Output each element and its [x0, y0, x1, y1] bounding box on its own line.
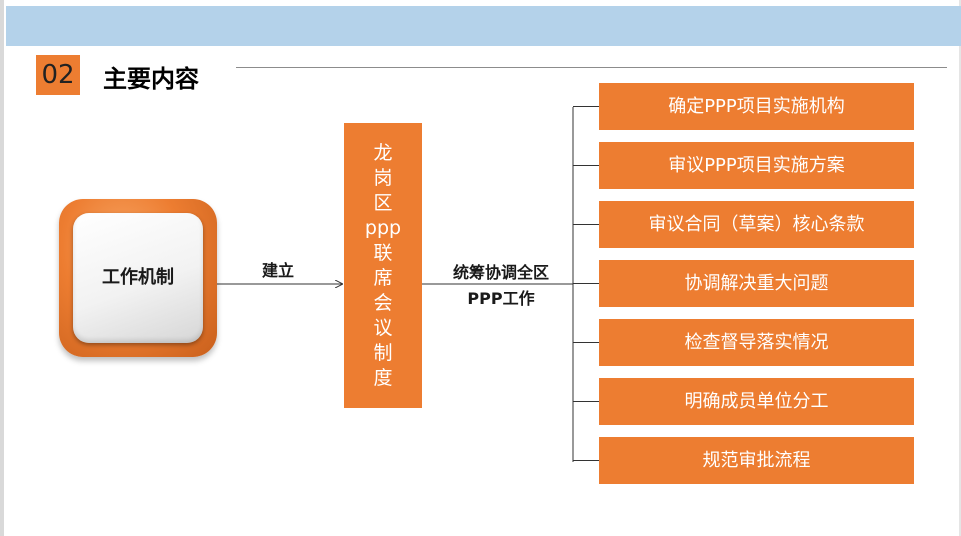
council-char: 联	[373, 242, 393, 264]
slide-left-edge	[0, 0, 4, 536]
council-char: 议	[373, 317, 393, 339]
duty-item-2: 审议PPP项目实施方案	[599, 142, 914, 189]
duty-item-5: 检查督导落实情况	[599, 319, 914, 366]
coordination-line-2: PPP工作	[467, 289, 535, 308]
duty-item-4: 协调解决重大问题	[599, 260, 914, 307]
title-rule	[236, 67, 947, 68]
duty-item-7: 规范审批流程	[599, 437, 914, 484]
section-number: 02	[36, 55, 80, 95]
section-title: 主要内容	[103, 65, 199, 93]
council-box	[344, 123, 422, 408]
council-char: 岗	[373, 167, 393, 189]
mechanism-label: 工作机制	[102, 267, 174, 288]
duty-item-6: 明确成员单位分工	[599, 378, 914, 425]
council-char: 席	[373, 267, 393, 289]
slide-right-edge	[959, 0, 961, 536]
header-band	[6, 6, 961, 46]
duty-item-1: 确定PPP项目实施机构	[599, 83, 914, 130]
council-char: 龙	[373, 142, 393, 164]
council-char: 度	[373, 367, 393, 389]
coordination-label: 统筹协调全区 PPP工作	[430, 260, 572, 312]
duty-item-3: 审议合同（草案）核心条款	[599, 201, 914, 248]
build-label: 建立	[261, 261, 294, 280]
coordination-line-1: 统筹协调全区	[452, 263, 549, 282]
council-label: 龙 岗 区 ppp 联 席 会 议 制 度	[344, 141, 422, 391]
council-char: 会	[373, 292, 393, 314]
council-char: 区	[373, 192, 393, 214]
council-char: 制	[373, 342, 393, 364]
council-char: ppp	[364, 217, 402, 239]
mechanism-button-face	[73, 213, 203, 343]
